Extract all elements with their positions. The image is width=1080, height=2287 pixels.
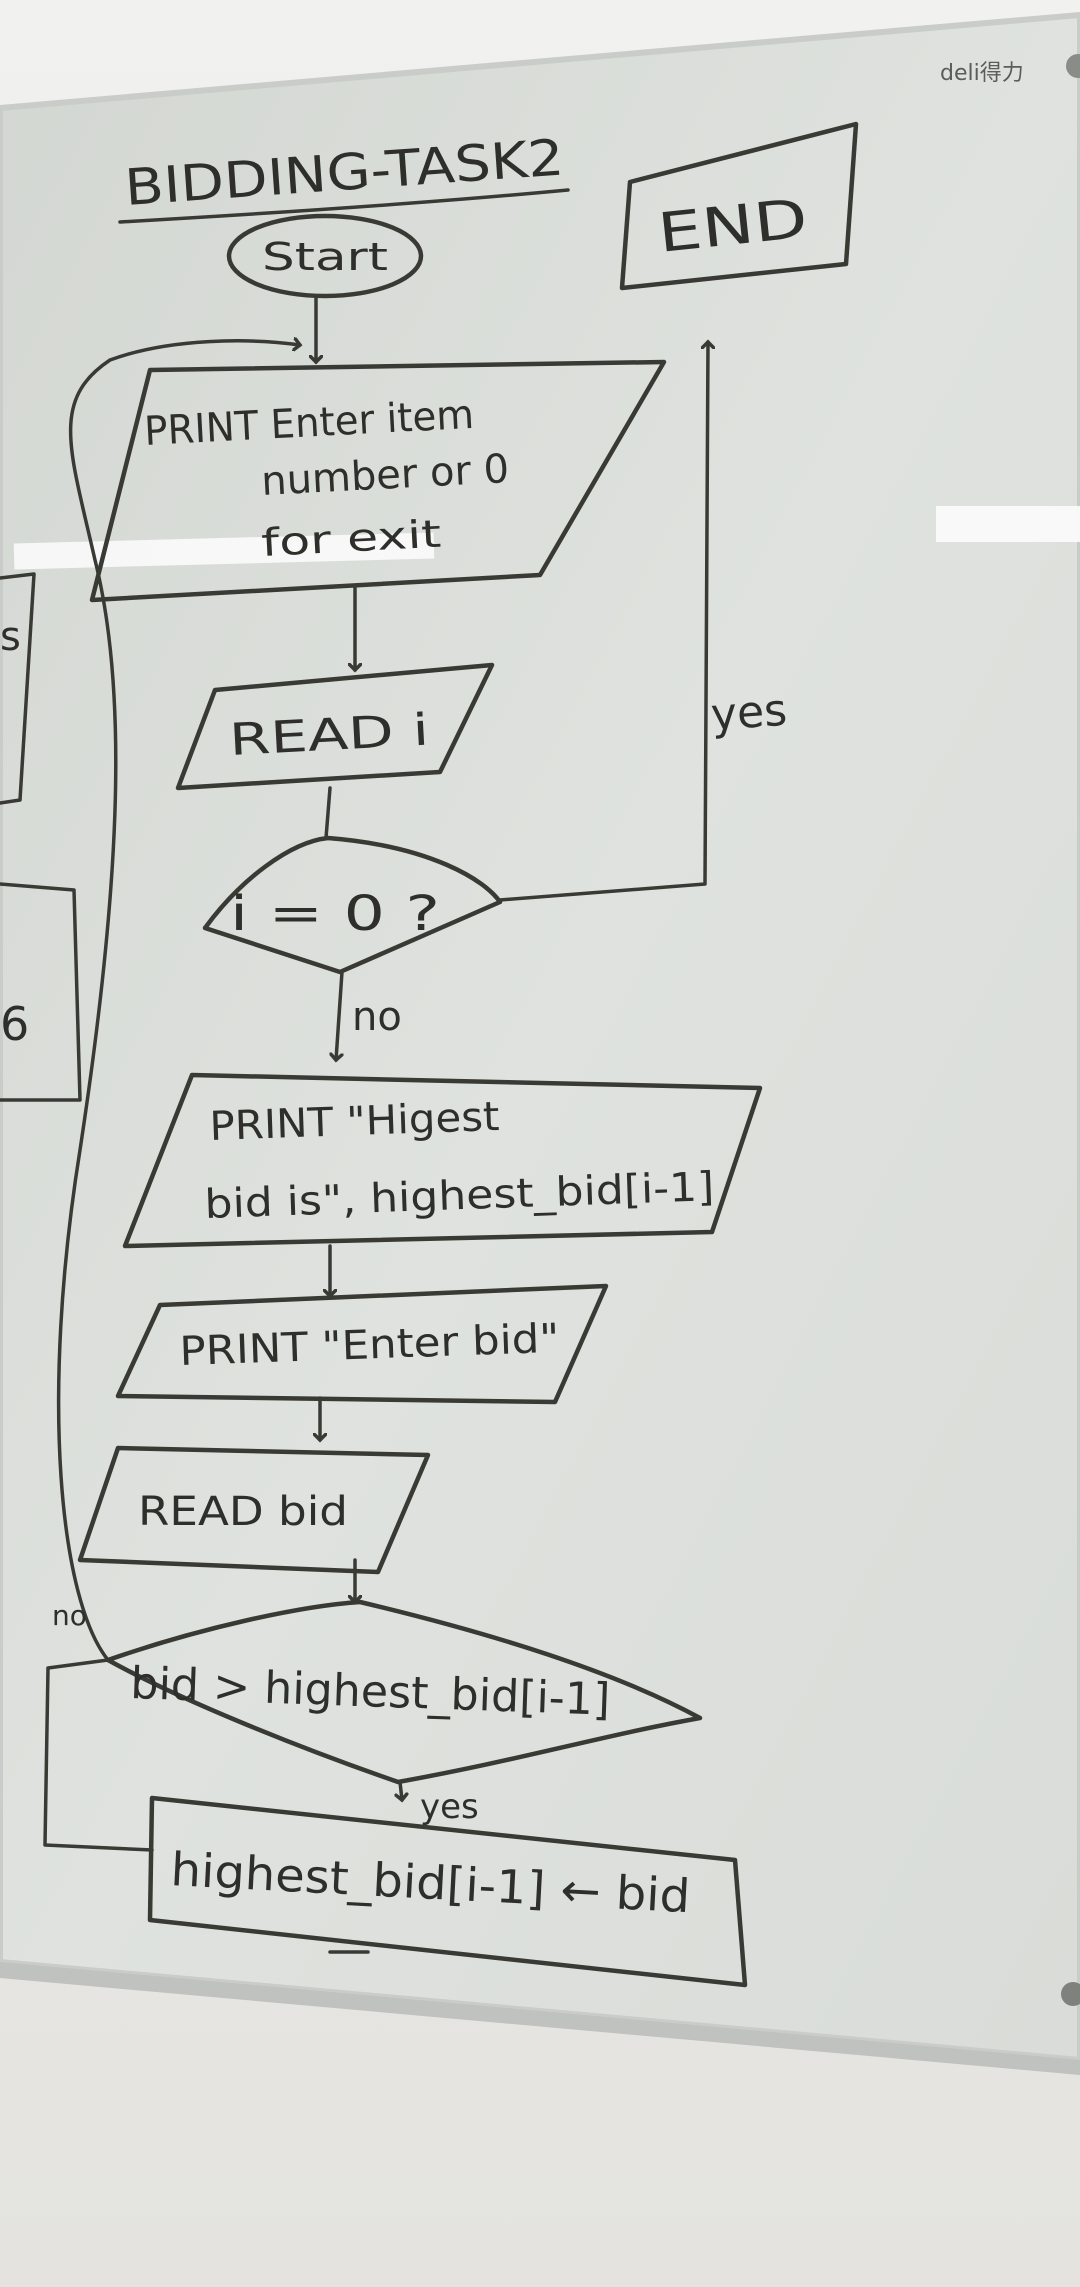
decision-i-label: i = 0 ? bbox=[230, 886, 440, 942]
arrow-decision-i-yes-to-end bbox=[498, 342, 708, 902]
start-label: Start bbox=[262, 235, 388, 279]
edge-label-yes-bid: yes bbox=[420, 1787, 479, 1827]
left-edge-fragment-shape-2 bbox=[0, 882, 82, 1102]
end-terminator bbox=[619, 121, 859, 291]
loop-back-line bbox=[56, 341, 300, 1662]
arrow-decision-i-no bbox=[336, 970, 344, 1060]
arrow-decision-bid-yes bbox=[400, 1780, 402, 1800]
edge-label-no-i: no bbox=[352, 994, 402, 1040]
read-i-parallelogram bbox=[175, 662, 495, 791]
decision-bid-diamond bbox=[105, 1599, 703, 1785]
print-highest-line-1: PRINT "Higest bbox=[209, 1094, 500, 1150]
print-enter-bid-parallelogram bbox=[115, 1283, 609, 1405]
brand-logo: deli得力 bbox=[940, 61, 1024, 86]
light-reflection-right bbox=[936, 506, 1080, 542]
light-reflection-center bbox=[13, 532, 435, 570]
glass-edge-highlight bbox=[0, 1962, 1080, 2075]
mounting-screw-top bbox=[1066, 54, 1080, 78]
read-bid-label: READ bid bbox=[138, 1489, 348, 1535]
connector-read-i-to-decision bbox=[324, 786, 332, 840]
assign-rectangle bbox=[147, 1795, 748, 1988]
title-underline bbox=[118, 188, 570, 224]
mounting-screw-bottom bbox=[1061, 1982, 1080, 2006]
print-highest-parallelogram bbox=[122, 1072, 763, 1249]
edge-label-no-bid: no bbox=[52, 1599, 87, 1632]
edge-label-yes-i: yes bbox=[709, 685, 788, 741]
read-bid-parallelogram bbox=[77, 1445, 431, 1575]
left-edge-fragment-1: s bbox=[0, 614, 21, 660]
decision-i-diamond bbox=[202, 835, 503, 975]
read-i-label: READ i bbox=[228, 705, 430, 766]
glass-whiteboard bbox=[0, 11, 1080, 2064]
left-edge-fragment-shape-1 bbox=[0, 572, 36, 805]
print-prompt-parallelogram bbox=[89, 359, 667, 603]
print-prompt-line-3: for exit bbox=[260, 512, 442, 565]
connector-assign-to-loop bbox=[43, 1658, 154, 1852]
left-edge-fragment-2: 6 bbox=[0, 997, 29, 1051]
end-label: END bbox=[655, 187, 811, 265]
start-terminator bbox=[226, 213, 424, 299]
